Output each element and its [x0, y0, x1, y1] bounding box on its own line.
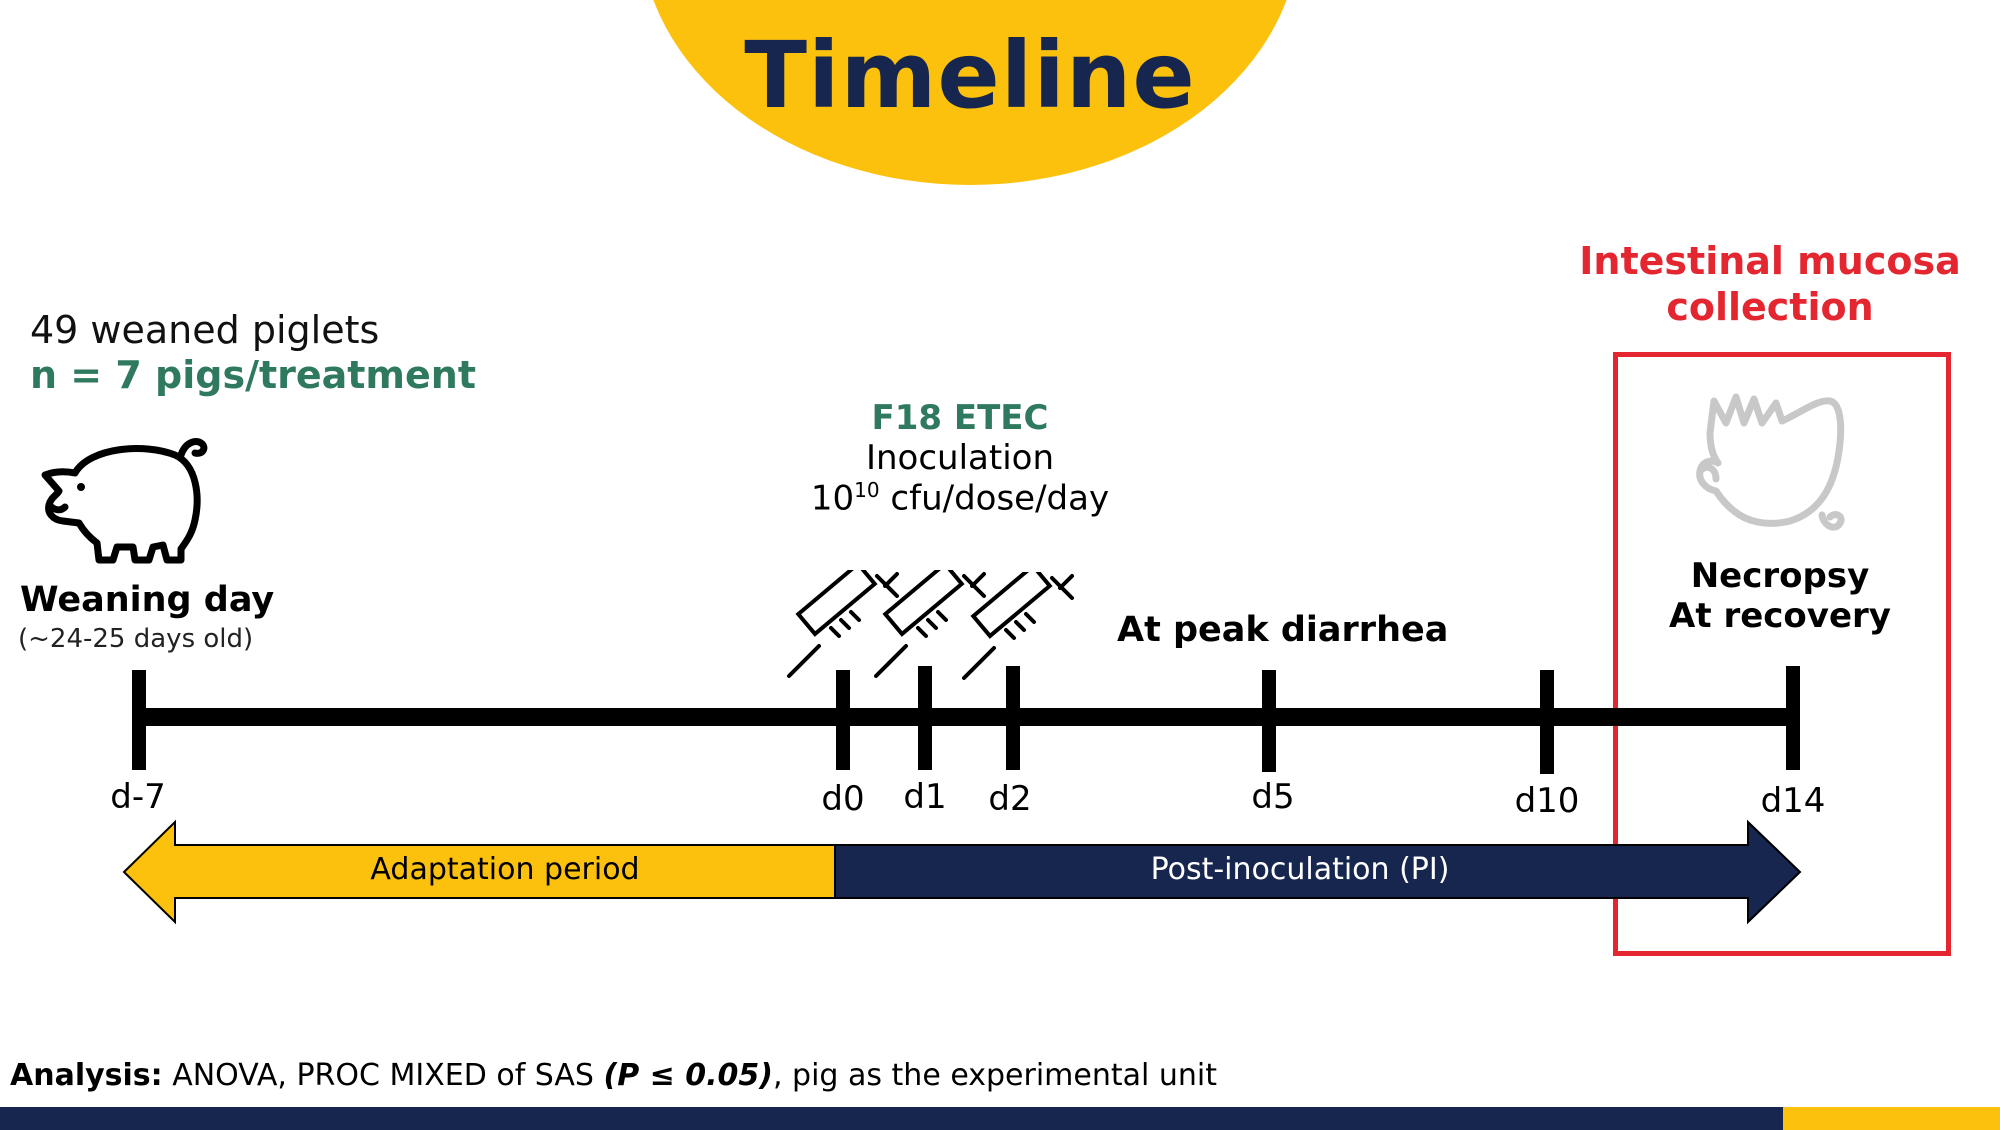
tick-label-d2: d2 — [988, 779, 1032, 819]
tick-label-d14: d14 — [1760, 781, 1826, 821]
dose-exponent: 10 — [854, 478, 880, 502]
analysis-text1: ANOVA, PROC MIXED of SAS — [162, 1058, 604, 1093]
collection-title-line1: Intestinal mucosa — [1579, 239, 1961, 283]
syringe-icon — [962, 572, 1074, 680]
tick-d5 — [1262, 670, 1276, 772]
inoculation-label: Inoculation — [865, 438, 1055, 478]
weaning-age: (~24-25 days old) — [18, 624, 254, 654]
collection-box — [1613, 352, 1951, 956]
tick-label-d-7: d-7 — [110, 777, 166, 817]
recovery-label: At recovery — [1669, 596, 1891, 636]
necropsy-label: Necropsy — [1690, 556, 1870, 596]
dose-unit: cfu/dose/day — [879, 478, 1110, 519]
piglet-count: 49 weaned piglets — [30, 308, 380, 352]
collection-title-line2: collection — [1666, 285, 1874, 329]
syringe-icon — [874, 570, 986, 678]
collection-title: Intestinal mucosa collection — [1570, 238, 1970, 330]
adaptation-arrow — [122, 819, 836, 925]
analysis-stat: (P ≤ 0.05) — [603, 1058, 773, 1093]
tick-label-d0: d0 — [821, 779, 865, 819]
pig-icon — [41, 438, 208, 564]
dose-label: 1010 cfu/dose/day — [770, 478, 1150, 518]
dose-base: 10 — [810, 478, 855, 519]
tick-d-7 — [132, 670, 146, 770]
tick-d0 — [836, 670, 850, 770]
post-inoculation-arrow — [834, 819, 1802, 925]
tick-label-d5: d5 — [1251, 777, 1295, 817]
page-title: Timeline — [744, 22, 1196, 129]
tick-label-d10: d10 — [1514, 781, 1580, 821]
treatment-size: n = 7 pigs/treatment — [30, 353, 477, 397]
tick-d1 — [918, 666, 932, 770]
post-inoculation-label: Post-inoculation (PI) — [1150, 852, 1450, 887]
weaning-day-label: Weaning day — [20, 580, 275, 620]
peak-diarrhea-label: At peak diarrhea — [1117, 610, 1449, 650]
tick-d10 — [1540, 670, 1554, 774]
pig-outline-icon — [1696, 393, 1845, 531]
syringe-icon — [787, 570, 899, 678]
tick-d14 — [1786, 666, 1800, 770]
analysis-note: Analysis: ANOVA, PROC MIXED of SAS (P ≤ … — [10, 1058, 1217, 1093]
analysis-text2: , pig as the experimental unit — [772, 1058, 1218, 1093]
tick-d2 — [1006, 666, 1020, 770]
strain-label: F18 ETEC — [871, 398, 1049, 438]
footer-bar-navy — [0, 1107, 1783, 1130]
tick-label-d1: d1 — [903, 777, 947, 817]
adaptation-period-label: Adaptation period — [370, 852, 640, 887]
analysis-label: Analysis: — [10, 1058, 163, 1093]
footer-bar-gold — [1783, 1107, 2000, 1130]
timeline-axis — [135, 708, 1795, 726]
